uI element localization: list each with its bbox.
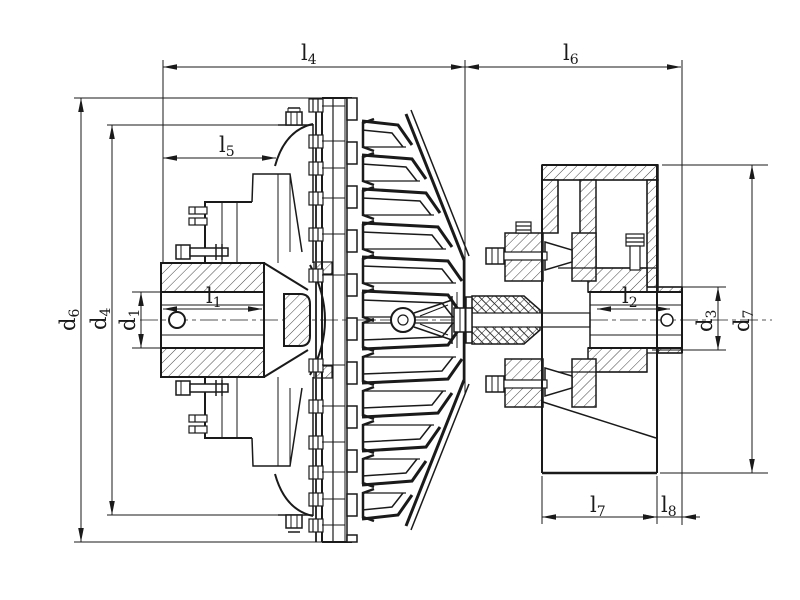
drum-flange-bolt-bottom — [485, 375, 548, 393]
dim-label-l8: l8 — [661, 493, 677, 520]
bell-top-stud — [285, 107, 303, 126]
dim-label-l4: l4 — [301, 41, 317, 68]
dim-label-d6: d6 — [56, 309, 83, 331]
bell-bottom-stud — [285, 514, 303, 533]
shaft-end-bolt — [453, 307, 473, 333]
drum-flange-stud — [515, 221, 532, 234]
drum-oil-hole — [660, 313, 674, 327]
dim-label-d1: d1 — [116, 309, 143, 331]
dim-label-d4: d4 — [87, 308, 114, 330]
dim-label-l6: l6 — [563, 41, 579, 68]
dim-label-d3: d3 — [693, 310, 720, 332]
dim-label-l5: l5 — [219, 133, 235, 160]
cooling-fins — [361, 109, 470, 531]
dim-label-l2: l2 — [622, 284, 638, 311]
flange-disc — [308, 97, 358, 543]
dim-label-l1: l1 — [206, 284, 222, 311]
right-drum — [485, 164, 683, 475]
dim-label-l7: l7 — [590, 493, 606, 520]
tier-studs-bottom — [188, 414, 208, 434]
housing-bolt-top — [175, 244, 229, 260]
flange-bolts — [308, 98, 345, 533]
center-coupling — [453, 295, 591, 345]
dim-label-d7: d7 — [730, 310, 757, 332]
dimension-labels: l4 l6 l5 l1 l2 l7 l8 d6 d4 d1 d3 d7 — [56, 41, 757, 520]
nose-cap — [283, 293, 311, 347]
hub-oil-hole — [168, 311, 186, 329]
dimension-arrows — [78, 64, 755, 542]
hub-lower-wall — [160, 347, 265, 378]
drum-hub-stud — [625, 233, 645, 271]
housing-bolt-bottom — [175, 380, 229, 396]
drum-flange-bolt-top — [485, 247, 548, 265]
fan-hub-center — [390, 292, 458, 348]
labyrinth-teeth — [346, 97, 358, 543]
tier-studs-top — [188, 206, 208, 226]
